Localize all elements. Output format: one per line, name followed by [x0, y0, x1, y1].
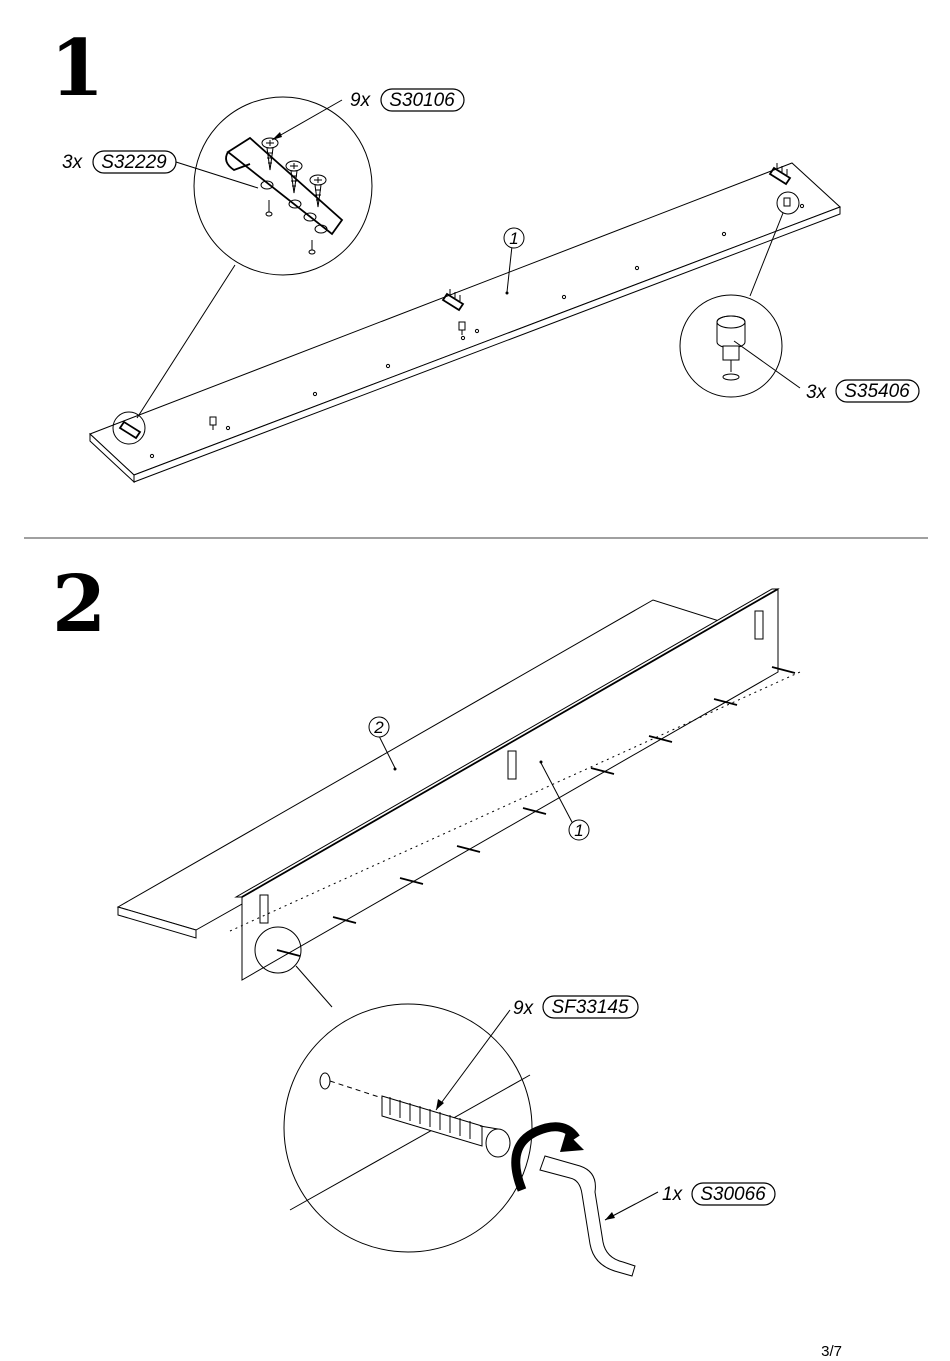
step-1-illustration: 1 9x S30106 3x S32229 3x S35406 — [62, 88, 920, 484]
rotation-arrow-icon — [511, 1122, 584, 1192]
magnifier-bolt-detail — [254, 926, 636, 1277]
allen-key-icon — [539, 1155, 636, 1277]
svg-text:1: 1 — [574, 821, 583, 840]
part-label-1: 1 — [503, 227, 525, 249]
svg-text:9x: 9x — [350, 90, 372, 111]
back-panel-1 — [234, 588, 780, 981]
svg-text:9x: 9x — [513, 998, 535, 1019]
callout-screws: 9x S30106 — [350, 88, 465, 112]
callout-tool: 1x S30066 — [662, 1182, 776, 1206]
svg-text:S30066: S30066 — [700, 1184, 766, 1205]
svg-text:S32229: S32229 — [101, 152, 167, 173]
part-label-1-step-2: 1 — [568, 819, 590, 841]
leader-lines-step-2 — [378, 735, 659, 1221]
callout-bolt: 9x SF33145 — [513, 995, 639, 1019]
svg-text:1x: 1x — [662, 1184, 684, 1205]
part-label-2: 2 — [368, 716, 390, 738]
wall-hangers — [259, 610, 764, 924]
bolt-icon — [381, 1095, 511, 1158]
board-brackets — [118, 163, 792, 440]
svg-text:3x: 3x — [62, 152, 84, 173]
svg-text:S30106: S30106 — [389, 90, 455, 111]
svg-text:1: 1 — [509, 229, 518, 248]
shelf-board-2 — [116, 599, 737, 939]
board-panel-1 — [89, 162, 841, 484]
magnifier-dowel-detail — [679, 191, 800, 398]
callout-dowel: 3x S35406 — [806, 379, 920, 403]
step-2-illustration: 2 1 9x SF33145 1x S30066 — [116, 588, 801, 1277]
svg-text:2: 2 — [373, 718, 384, 737]
bolts-row — [229, 666, 801, 957]
svg-text:SF33145: SF33145 — [551, 997, 629, 1018]
svg-text:3x: 3x — [806, 382, 828, 403]
callout-bracket: 3x S32229 — [62, 150, 177, 174]
step-number-2: 2 — [52, 559, 107, 650]
svg-text:S35406: S35406 — [844, 381, 910, 402]
board-holes — [149, 203, 805, 459]
board-dowels — [209, 197, 791, 430]
page-number: 3/7 — [821, 1343, 842, 1360]
screw-icon — [261, 137, 327, 208]
magnifier-bracket-detail — [112, 96, 373, 445]
leader-lines-step-1 — [175, 99, 801, 389]
step-number-1: 1 — [50, 23, 105, 114]
